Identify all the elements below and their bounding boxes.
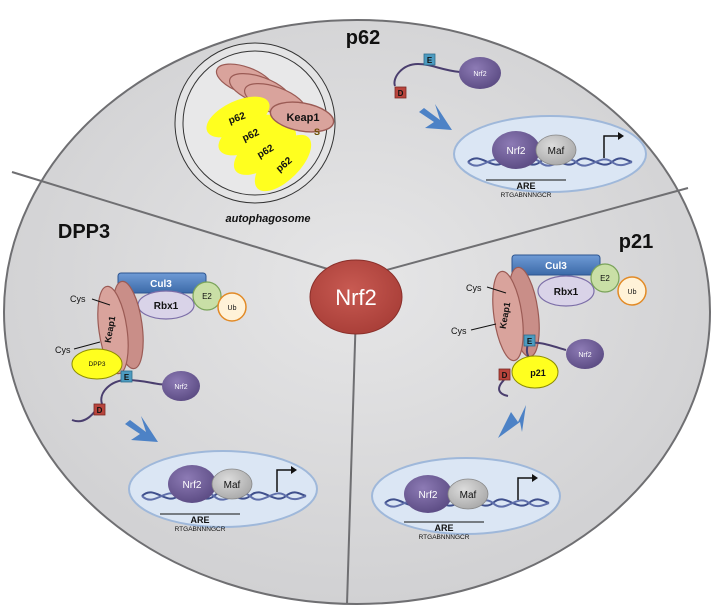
- nrf2-nucleus-label: Nrf2: [183, 480, 202, 491]
- maf-label: Maf: [460, 490, 477, 501]
- d-box: [498, 368, 511, 381]
- transcription-arrowhead-icon: [532, 474, 538, 482]
- keap1-label: Keap1: [103, 315, 118, 343]
- arrow-icon: [419, 104, 452, 130]
- divider-right: [356, 187, 689, 279]
- section-p62: p62 autophagosome p62 p62 p62 p62 Keap1 …: [174, 27, 647, 225]
- maf: [211, 468, 253, 500]
- d-label: D: [398, 89, 404, 98]
- d-box: [93, 403, 106, 416]
- maf-label: Maf: [224, 480, 241, 491]
- center-nrf2: [309, 259, 403, 335]
- autophagosome-label: autophagosome: [226, 213, 311, 225]
- d-label: D: [502, 371, 508, 380]
- dpp3-protein: [71, 348, 123, 380]
- d-box: [394, 86, 407, 99]
- e-box: [423, 53, 436, 66]
- nrf2-nucleus-label: Nrf2: [507, 146, 526, 157]
- are-sequence: RTGABNNNGCR: [175, 526, 226, 533]
- rbx1: [537, 275, 595, 307]
- maf: [447, 478, 489, 510]
- nrf2-nucleus: [492, 131, 540, 169]
- e-box: [120, 370, 133, 383]
- e-label: E: [124, 373, 130, 382]
- ub: [217, 292, 247, 322]
- transcription-arrow-icon: [276, 469, 291, 492]
- p62-lobe: [254, 134, 312, 192]
- ub-label: Ub: [628, 289, 637, 296]
- p21-protein: [511, 355, 559, 389]
- nrf2-small: [162, 371, 200, 401]
- center-nrf2-label: Nrf2: [335, 285, 377, 310]
- keap1-label: Keap1: [498, 301, 513, 329]
- cul3-label: Cul3: [545, 261, 567, 272]
- section-title-dpp3: DPP3: [58, 221, 110, 243]
- nrf2-chain: [393, 62, 461, 87]
- ub-label: Ub: [228, 305, 237, 312]
- cys-pointer: [73, 341, 101, 350]
- section-title-p62: p62: [346, 27, 380, 49]
- ub: [617, 276, 647, 306]
- cys-label: Cys: [70, 294, 86, 304]
- nrf2-small-label: Nrf2: [174, 384, 187, 391]
- e2-label: E2: [202, 292, 212, 301]
- nrf2-nucleus-label: Nrf2: [419, 490, 438, 501]
- e-label: E: [527, 337, 533, 346]
- arrow-icon: [125, 416, 158, 442]
- are-label: ARE: [190, 515, 209, 525]
- are-label: ARE: [516, 181, 535, 191]
- nrf2-small: [459, 57, 501, 89]
- cys-pointer: [91, 298, 111, 306]
- section-dpp3: DPP3 Cul3 Rbx1 E2 Ub Keap1 Cys Cys DPP3 …: [55, 221, 318, 533]
- nrf2-small-label: Nrf2: [473, 71, 486, 78]
- transcription-arrow-icon: [603, 135, 618, 158]
- are-label: ARE: [434, 523, 453, 533]
- rbx1-label: Rbx1: [554, 287, 579, 298]
- transcription-arrow-icon: [517, 477, 532, 500]
- cys-label: Cys: [451, 326, 467, 336]
- p21-label: p21: [530, 368, 546, 378]
- cys-pointer: [470, 323, 497, 331]
- nrf2-small-label: Nrf2: [578, 352, 591, 359]
- transcription-arrowhead-icon: [291, 466, 297, 474]
- cys-label: Cys: [466, 283, 482, 293]
- keap1-label: Keap1: [286, 112, 319, 124]
- e-label: E: [427, 56, 433, 65]
- nrf2-small: [566, 339, 604, 369]
- section-title-p21: p21: [619, 231, 653, 253]
- cul3-label: Cul3: [150, 279, 172, 290]
- maf: [535, 134, 577, 166]
- rbx1-label: Rbx1: [154, 301, 179, 312]
- p62-lobe: [218, 114, 282, 156]
- d-label: D: [97, 406, 103, 415]
- maf-label: Maf: [548, 146, 565, 157]
- are-sequence: RTGABNNNGCR: [419, 534, 470, 541]
- transcription-arrowhead-icon: [618, 132, 624, 140]
- p62-lobe: [206, 96, 270, 138]
- s-label: S: [314, 127, 320, 137]
- e2: [192, 281, 222, 311]
- e2: [590, 263, 620, 293]
- nrf2-nucleus: [404, 475, 452, 513]
- divider-left: [11, 171, 358, 279]
- cys-label: Cys: [55, 345, 71, 355]
- e2-label: E2: [600, 274, 610, 283]
- section-p21: p21 Cul3 Rbx1 E2 Ub Keap1 Cys Cys E p21 …: [371, 231, 653, 541]
- dpp3-label: DPP3: [89, 361, 106, 368]
- keap1-front: [492, 270, 524, 362]
- cys-pointer: [486, 286, 507, 294]
- are-sequence: RTGABNNNGCR: [501, 192, 552, 199]
- arrow-icon: [498, 405, 526, 438]
- e-box: [523, 334, 536, 347]
- p62-lobe: [233, 125, 297, 175]
- keap1-front: [269, 101, 335, 133]
- nrf2-nucleus: [168, 465, 216, 503]
